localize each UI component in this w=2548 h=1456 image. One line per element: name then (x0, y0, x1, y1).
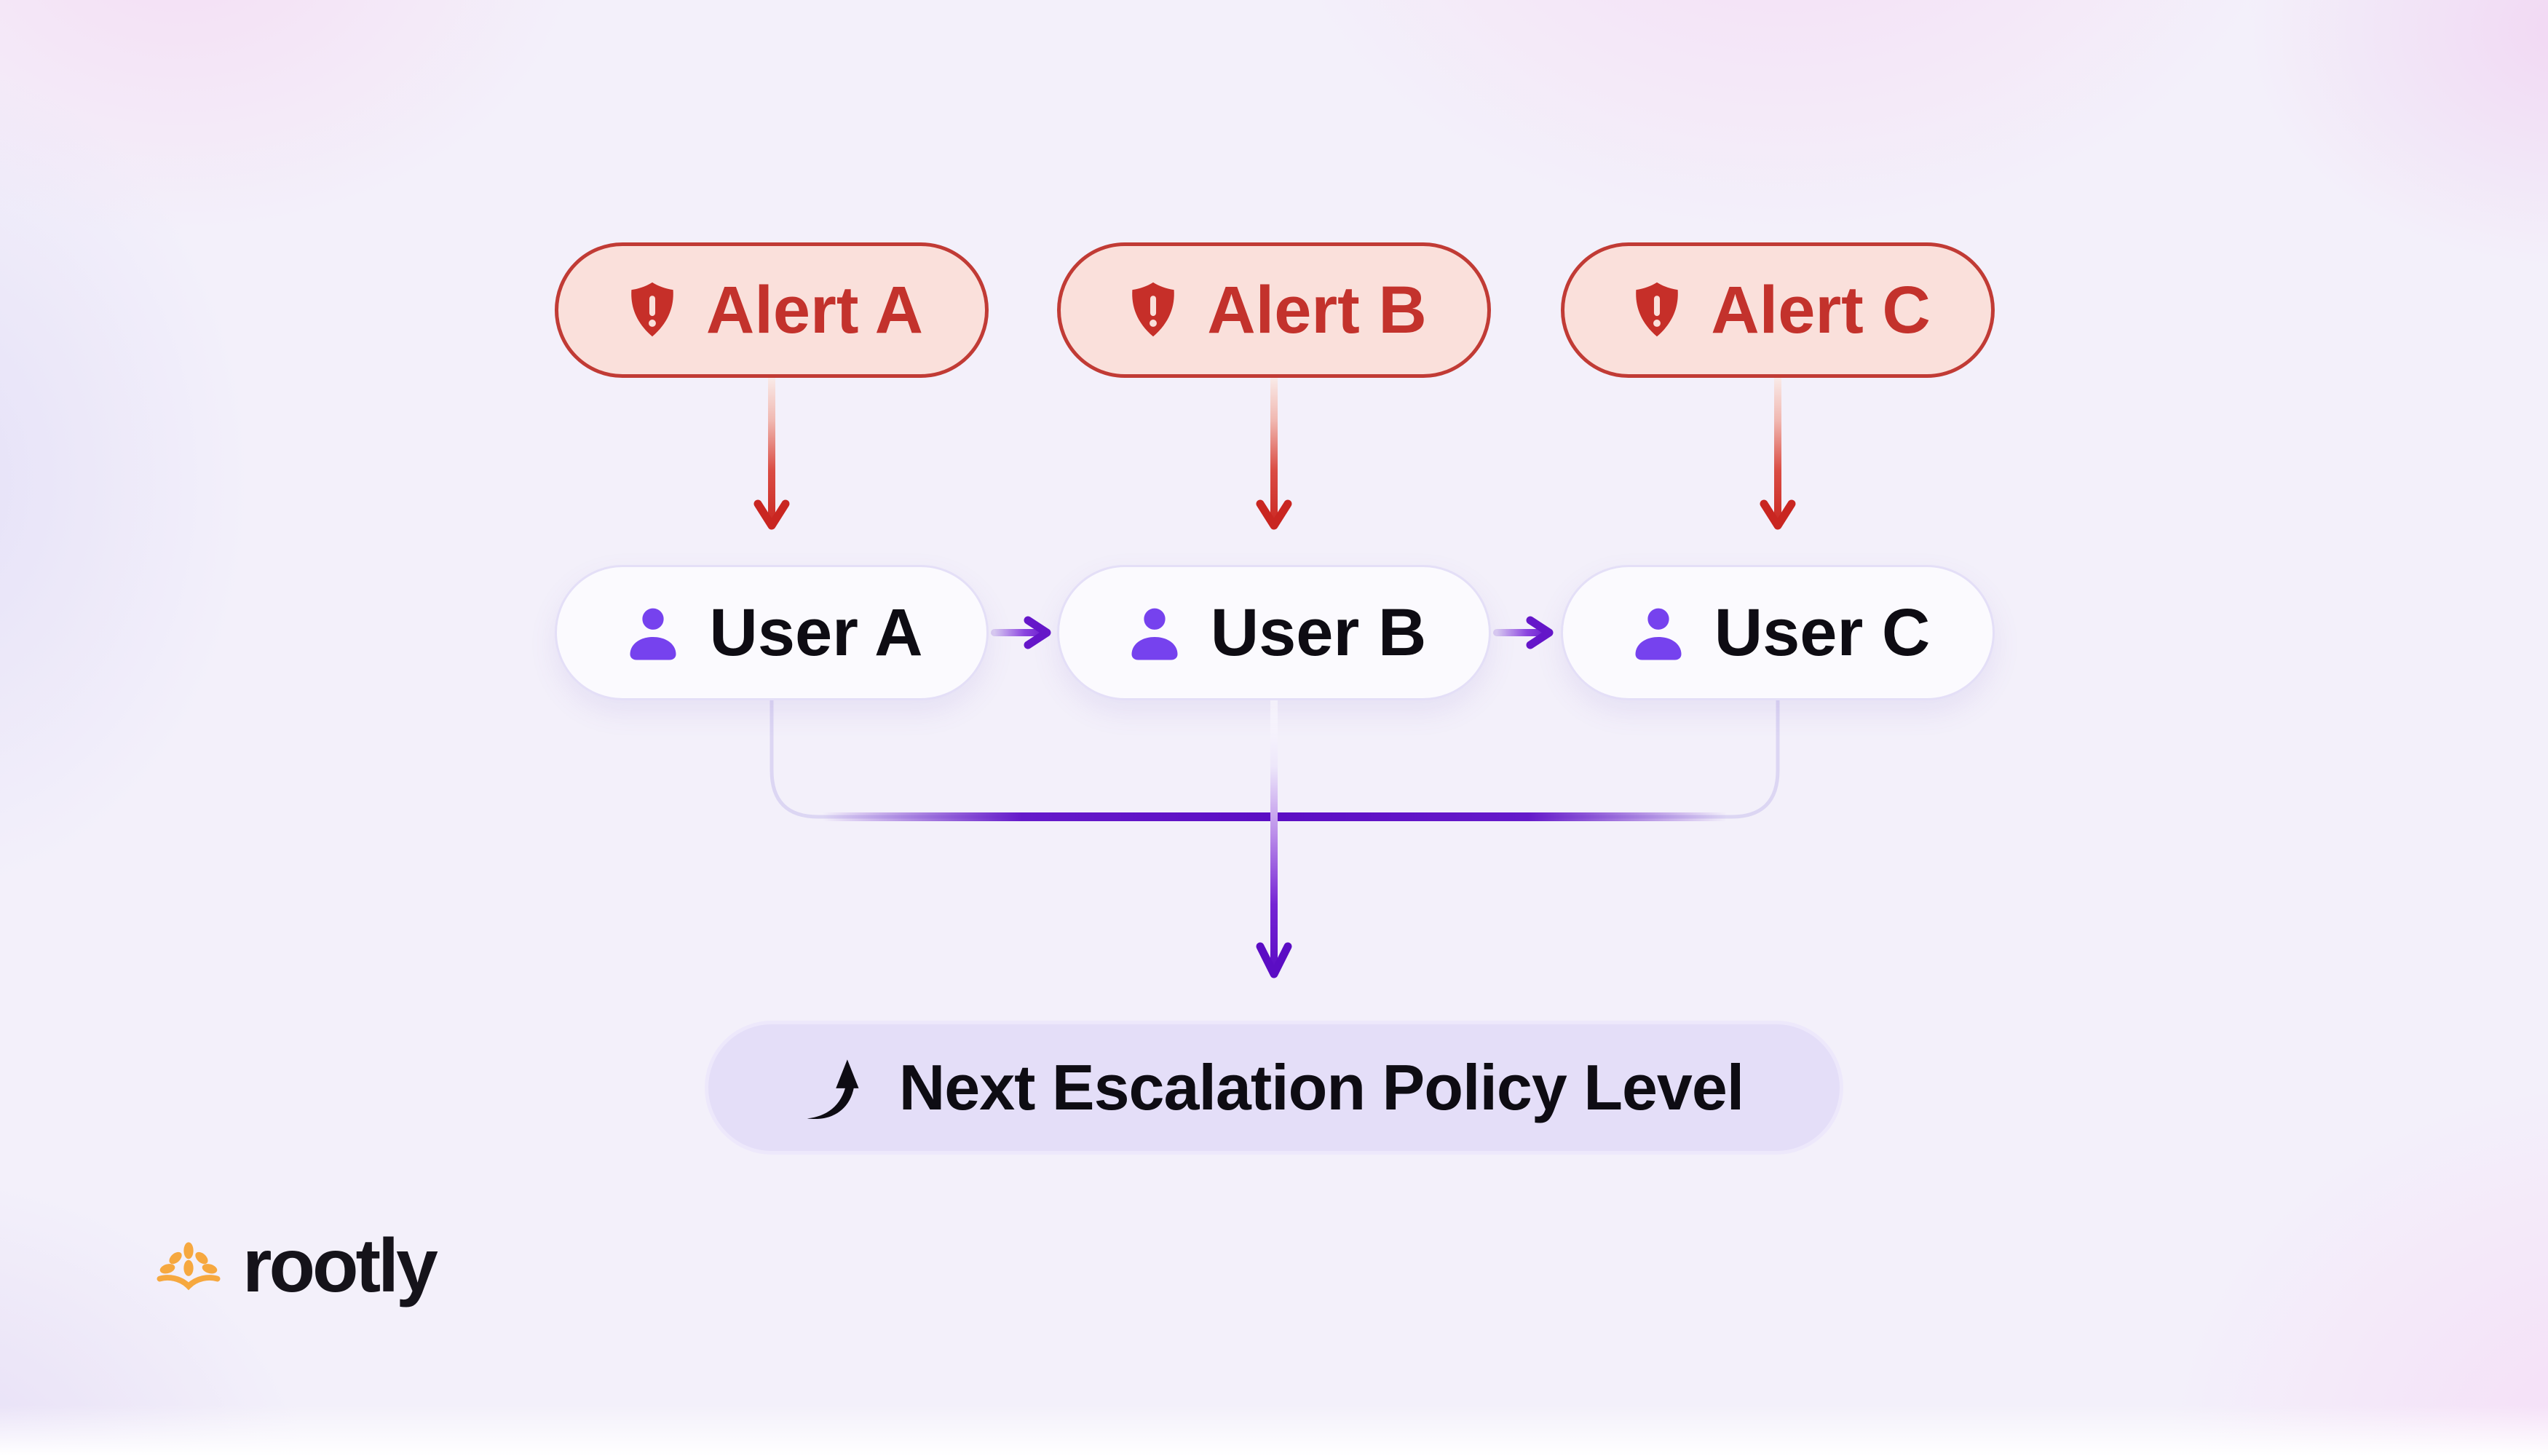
shield-exclamation-icon (1132, 282, 1174, 337)
escalation-arrow (1256, 694, 1292, 978)
shield-exclamation-icon (631, 282, 673, 337)
alert-a-label: Alert A (705, 272, 924, 347)
person-icon (630, 604, 676, 660)
alert-c-arrow (1760, 372, 1796, 530)
alert-a-arrow (753, 372, 790, 530)
rootly-wordmark: rootly (242, 1224, 438, 1308)
user-b-pill: User B (1057, 565, 1491, 700)
person-icon (1635, 604, 1682, 660)
user-b-to-c-arrow (1493, 616, 1554, 649)
user-a-to-b-arrow (991, 616, 1051, 649)
alert-b-pill: Alert B (1057, 242, 1491, 378)
curved-up-arrow-icon (807, 1059, 859, 1120)
alert-a-pill: Alert A (555, 242, 989, 378)
rootly-logo: rootly (155, 1223, 438, 1310)
next-escalation-policy-pill: Next Escalation Policy Level (705, 1021, 1843, 1155)
user-b-label: User B (1210, 595, 1427, 670)
rootly-sprout-icon (157, 1241, 221, 1290)
person-icon (1131, 604, 1178, 660)
alert-b-arrow (1256, 372, 1292, 530)
user-c-label: User C (1714, 595, 1931, 670)
user-a-label: User A (709, 595, 923, 670)
shield-exclamation-icon (1636, 282, 1678, 337)
alert-c-pill: Alert C (1561, 242, 1995, 378)
alert-b-label: Alert B (1207, 272, 1427, 347)
user-c-pill: User C (1561, 565, 1995, 700)
alert-c-label: Alert C (1711, 272, 1931, 347)
user-a-pill: User A (555, 565, 989, 700)
next-escalation-policy-label: Next Escalation Policy Level (898, 1051, 1745, 1123)
